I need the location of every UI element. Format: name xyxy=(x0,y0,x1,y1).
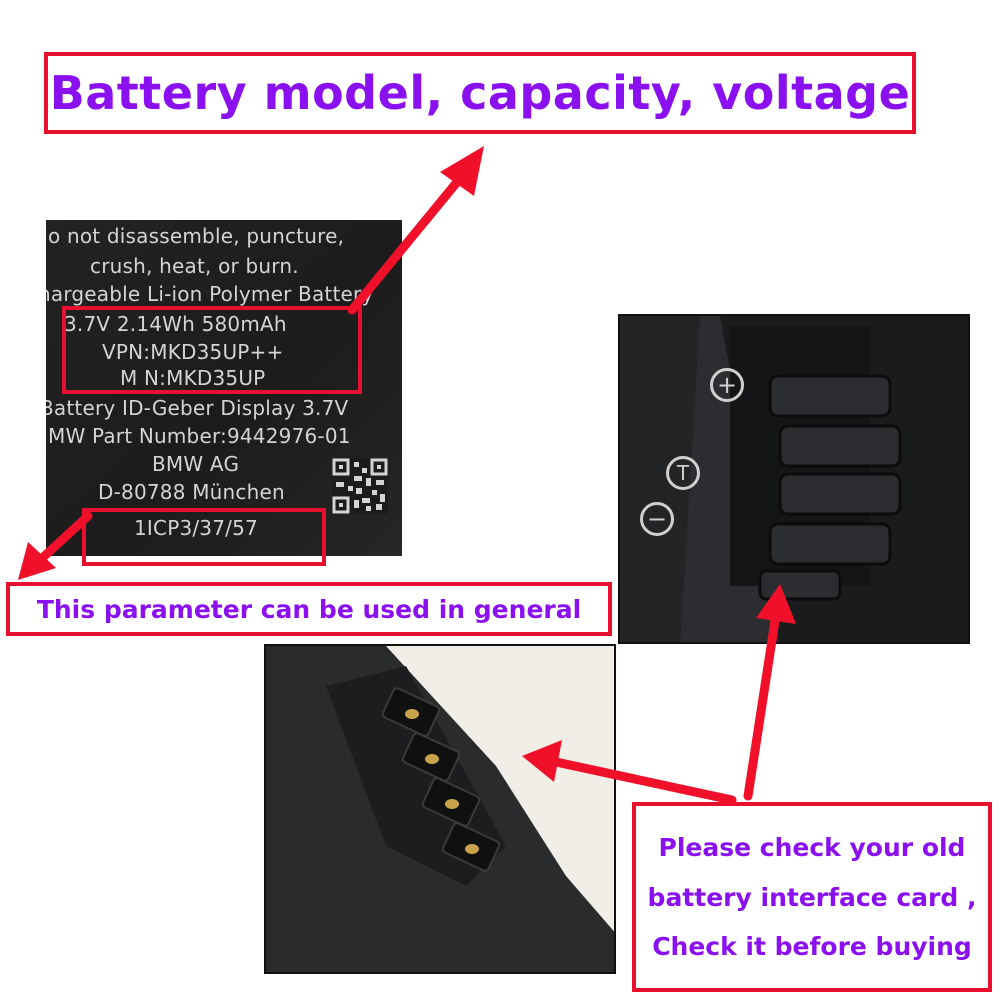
connector-photo-top-view: + T − xyxy=(618,314,970,644)
battery-label-photo: o not disassemble, puncture, crush, heat… xyxy=(46,220,402,556)
label-cell-code: 1ICP3/37/57 xyxy=(134,516,258,540)
callout-battery-model: Battery model, capacity, voltage xyxy=(44,52,916,134)
callout-check-interface: Please check your old battery interface … xyxy=(632,802,992,992)
label-battery-type: hargeable Li-ion Polymer Battery xyxy=(46,282,374,306)
qr-code-icon xyxy=(332,458,388,514)
callout-check-line-1: Please check your old xyxy=(658,832,966,862)
highlight-cell-code-box xyxy=(82,508,326,566)
label-capacity-voltage: 3.7V 2.14Wh 580mAh xyxy=(64,312,287,336)
connector-photo-side-view xyxy=(264,644,616,974)
circled-plus-icon: + xyxy=(710,368,744,402)
label-model-number: M N:MKD35UP xyxy=(120,366,266,390)
label-warning-line-2: crush, heat, or burn. xyxy=(90,254,299,278)
circled-t-icon: T xyxy=(666,456,700,490)
circled-minus-icon: − xyxy=(640,502,674,536)
label-warning-line-1: o not disassemble, puncture, xyxy=(48,224,345,248)
label-manufacturer: BMW AG xyxy=(152,452,240,476)
callout-general-parameter-text: This parameter can be used in general xyxy=(36,594,582,624)
label-battery-id: Battery ID-Geber Display 3.7V xyxy=(46,396,349,420)
label-vpn: VPN:MKD35UP++ xyxy=(102,340,284,364)
label-part-number: MW Part Number:9442976-01 xyxy=(48,424,351,448)
callout-check-line-3: Check it before buying xyxy=(652,932,972,962)
callout-check-line-2: battery interface card , xyxy=(647,882,977,912)
highlight-model-capacity-box xyxy=(62,306,362,394)
callout-battery-model-text: Battery model, capacity, voltage xyxy=(49,66,911,120)
callout-general-parameter: This parameter can be used in general xyxy=(6,582,612,636)
label-address: D-80788 München xyxy=(98,480,285,504)
